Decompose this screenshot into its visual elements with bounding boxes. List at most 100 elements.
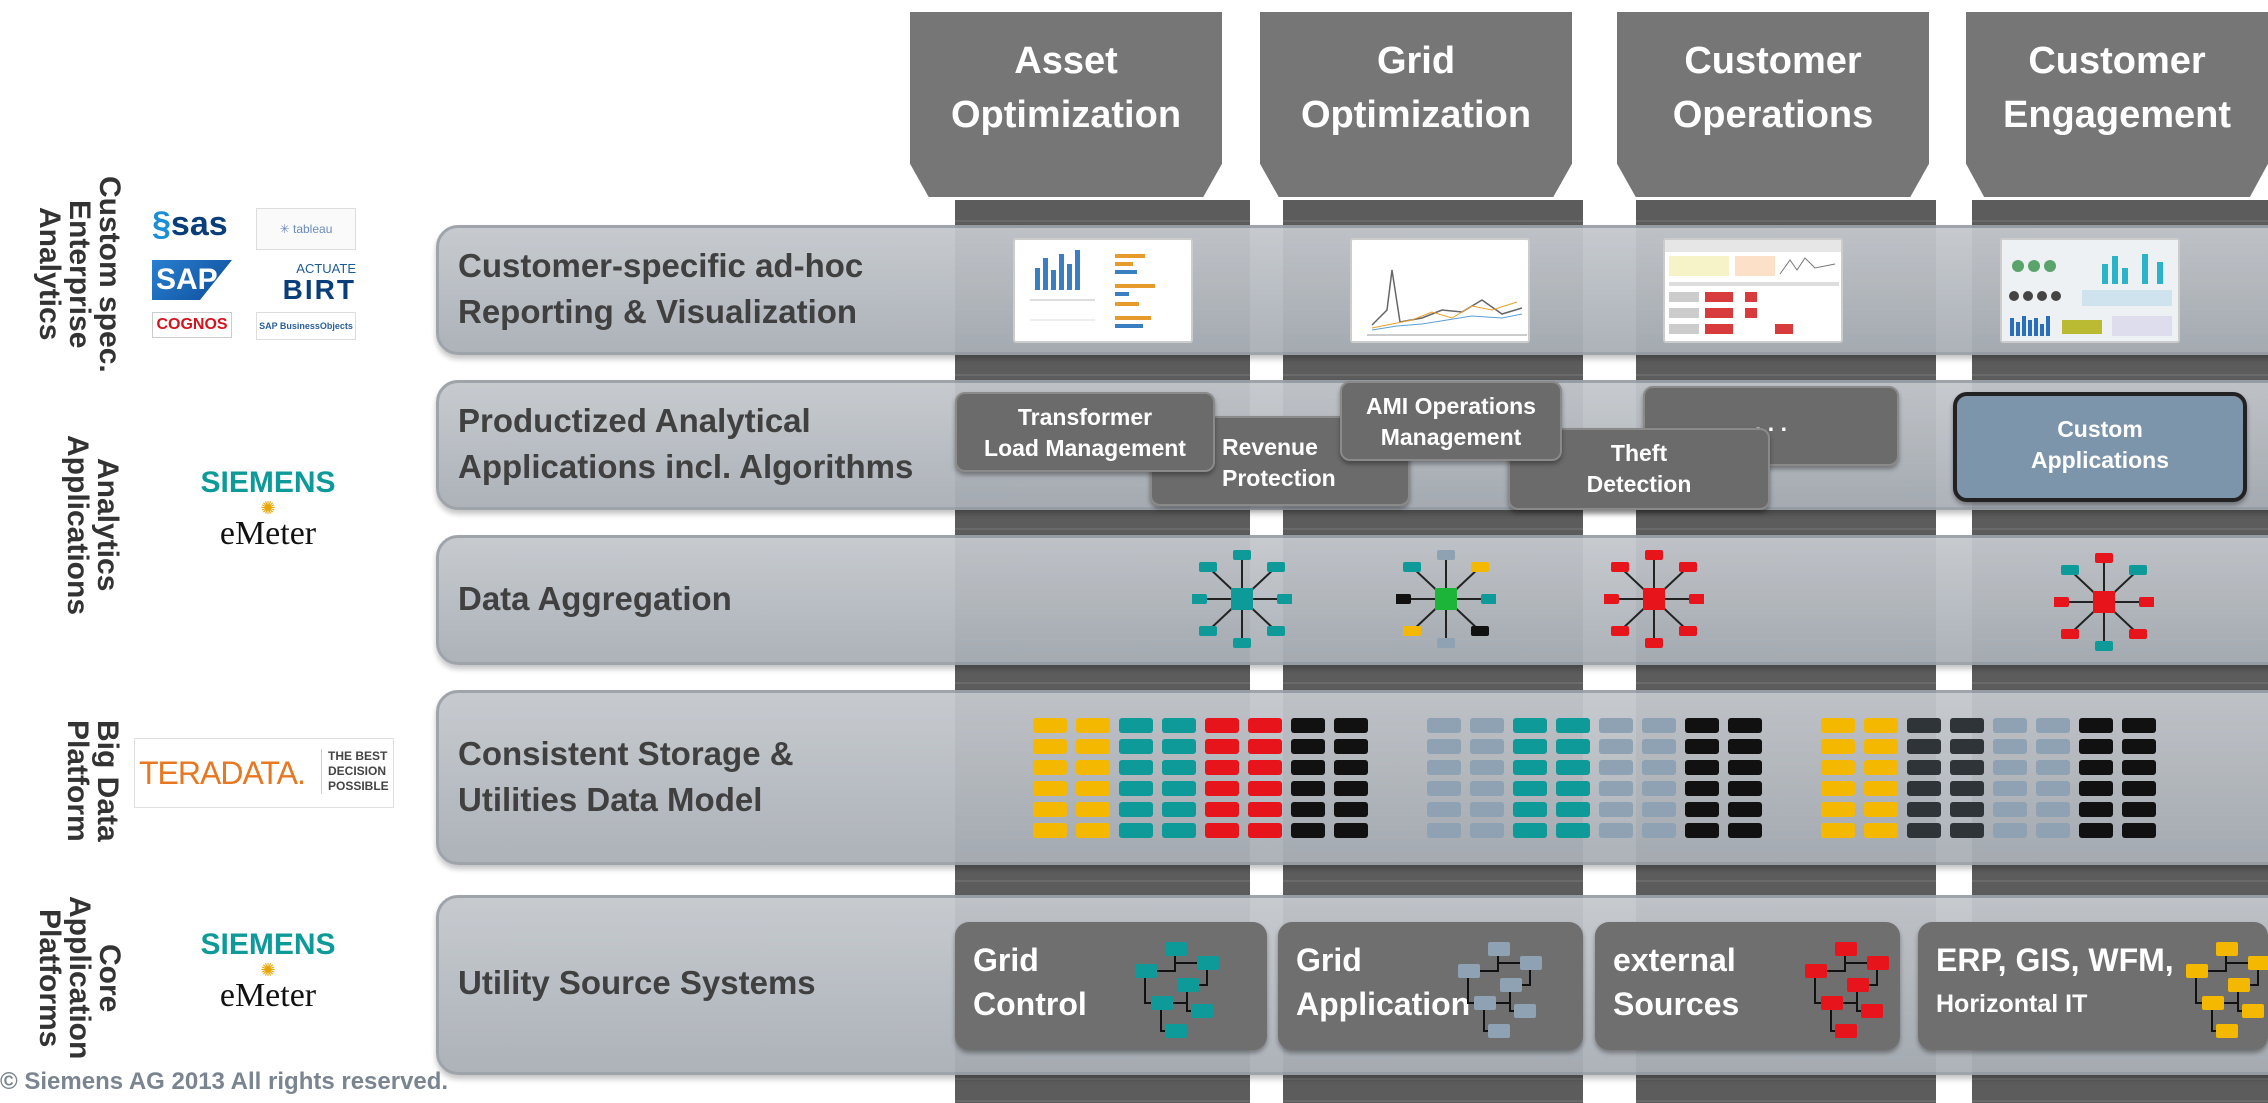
left-label-line: Applications (61, 434, 94, 615)
storage-block (2079, 760, 2113, 775)
layer-label-line1: Customer-specific ad-hoc (458, 247, 864, 284)
column-header-line1: Asset (1014, 40, 1118, 82)
app-tile-theft-detection[interactable]: Theft Detection (1508, 428, 1770, 510)
storage-block (1513, 823, 1547, 838)
report-thumbnail-dashboard (1663, 238, 1843, 343)
source-grid-application[interactable]: Grid Application (1278, 922, 1583, 1050)
tree-node (1847, 978, 1869, 992)
report-thumbnail-bar-charts (1013, 238, 1193, 343)
storage-block (1993, 781, 2027, 796)
storage-block (1427, 739, 1461, 754)
hub-node (2139, 597, 2157, 607)
column-header-customer-operations: Customer Operations (1617, 12, 1929, 197)
source-line2: Application (1296, 986, 1471, 1022)
storage-block (1033, 739, 1067, 754)
hub-node (1679, 626, 1697, 636)
storage-block (1427, 802, 1461, 817)
storage-block (1470, 760, 1504, 775)
storage-block (1642, 718, 1676, 733)
storage-block (1033, 823, 1067, 838)
storage-block (1427, 718, 1461, 733)
storage-block (1993, 802, 2027, 817)
left-label-line: Core (93, 943, 126, 1013)
sap-businessobjects-text: SAP BusinessObjects (259, 321, 353, 331)
dashboard-thumbnail-icon (1665, 240, 1841, 334)
storage-block (1076, 781, 1110, 796)
storage-block (1821, 760, 1855, 775)
storage-block (1599, 718, 1633, 733)
copyright-text: © Siemens AG 2013 All rights reserved. (0, 1068, 449, 1095)
storage-block (1685, 802, 1719, 817)
storage-block (1248, 802, 1282, 817)
storage-block (1334, 802, 1368, 817)
storage-block (2036, 823, 2070, 838)
left-label-custom-analytics: Custom spec. Enterprise Analytics (12, 158, 126, 390)
column-header-line1: Customer (1684, 40, 1862, 82)
hub-node (1689, 594, 1707, 604)
storage-block (1291, 781, 1325, 796)
storage-block (1205, 739, 1239, 754)
app-tile-line: Detection (1586, 471, 1692, 497)
storage-block (1599, 823, 1633, 838)
storage-block (1864, 802, 1898, 817)
storage-block (1907, 802, 1941, 817)
storage-block (1907, 823, 1941, 838)
app-tile-custom-applications[interactable]: Custom Applications (1953, 392, 2247, 502)
line-chart-thumbnail-icon (1367, 269, 1527, 336)
layer-label-line1: Data Aggregation (458, 580, 732, 617)
storage-block (1642, 739, 1676, 754)
storage-block (2036, 802, 2070, 817)
storage-block (1950, 739, 1984, 754)
storage-block (1642, 781, 1676, 796)
app-tile-line: AMI Operations (1366, 393, 1536, 419)
app-tile-ami-operations-management[interactable]: AMI Operations Management (1340, 381, 1562, 461)
storage-block (1291, 760, 1325, 775)
storage-block (1427, 781, 1461, 796)
hub-node (1611, 626, 1629, 636)
actuate-birt-logo: ACTUATE BIRT (256, 262, 356, 304)
layer-label-reporting: Customer-specific ad-hoc Reporting & Vis… (458, 243, 863, 335)
app-tile-transformer-load-management[interactable]: Transformer Load Management (955, 392, 1215, 472)
tree-node (2216, 942, 2238, 956)
tree-node (1197, 956, 1219, 970)
storage-block (1162, 718, 1196, 733)
source-line1: Grid (1296, 942, 1362, 978)
storage-block (1642, 823, 1676, 838)
storage-block (2122, 823, 2156, 838)
left-label-line: Big Data (91, 720, 124, 842)
tree-node (2202, 996, 2224, 1010)
left-label-line: Analytics (91, 458, 124, 592)
report-thumbnail-utility-dashboard (2000, 238, 2180, 343)
storage-block (2122, 781, 2156, 796)
source-grid-control[interactable]: Grid Control (955, 922, 1267, 1050)
hub-node (1403, 562, 1421, 572)
storage-block (1291, 718, 1325, 733)
storage-block (1427, 823, 1461, 838)
hub-node (1645, 638, 1663, 648)
sas-logo-text: sas (170, 205, 228, 243)
tree-node (1191, 1004, 1213, 1018)
storage-block (2122, 802, 2156, 817)
emeter-spark-icon: ✺ (260, 960, 276, 980)
hub-node (1233, 550, 1251, 560)
storage-block (1291, 823, 1325, 838)
storage-block (1821, 823, 1855, 838)
source-line1: Grid (973, 942, 1039, 978)
storage-block (2079, 802, 2113, 817)
left-label-line: Application (63, 896, 96, 1060)
storage-block (1205, 802, 1239, 817)
storage-block (1119, 802, 1153, 817)
storage-block (1821, 718, 1855, 733)
layer-label-line2: Utilities Data Model (458, 781, 763, 818)
storage-block (1685, 781, 1719, 796)
storage-block (1907, 739, 1941, 754)
storage-block (1685, 718, 1719, 733)
left-label-line: Custom spec. (93, 175, 126, 373)
column-header-line2: Engagement (2002, 94, 2232, 136)
source-erp-gis-wfm[interactable]: ERP, GIS, WFM, Horizontal IT (1918, 922, 2268, 1050)
source-external-sources[interactable]: external Sources (1595, 922, 1900, 1050)
hub-node (2061, 629, 2079, 639)
tree-gray-icon (1458, 942, 1542, 1038)
storage-block (1119, 781, 1153, 796)
source-line2: Horizontal IT (1936, 990, 2088, 1018)
